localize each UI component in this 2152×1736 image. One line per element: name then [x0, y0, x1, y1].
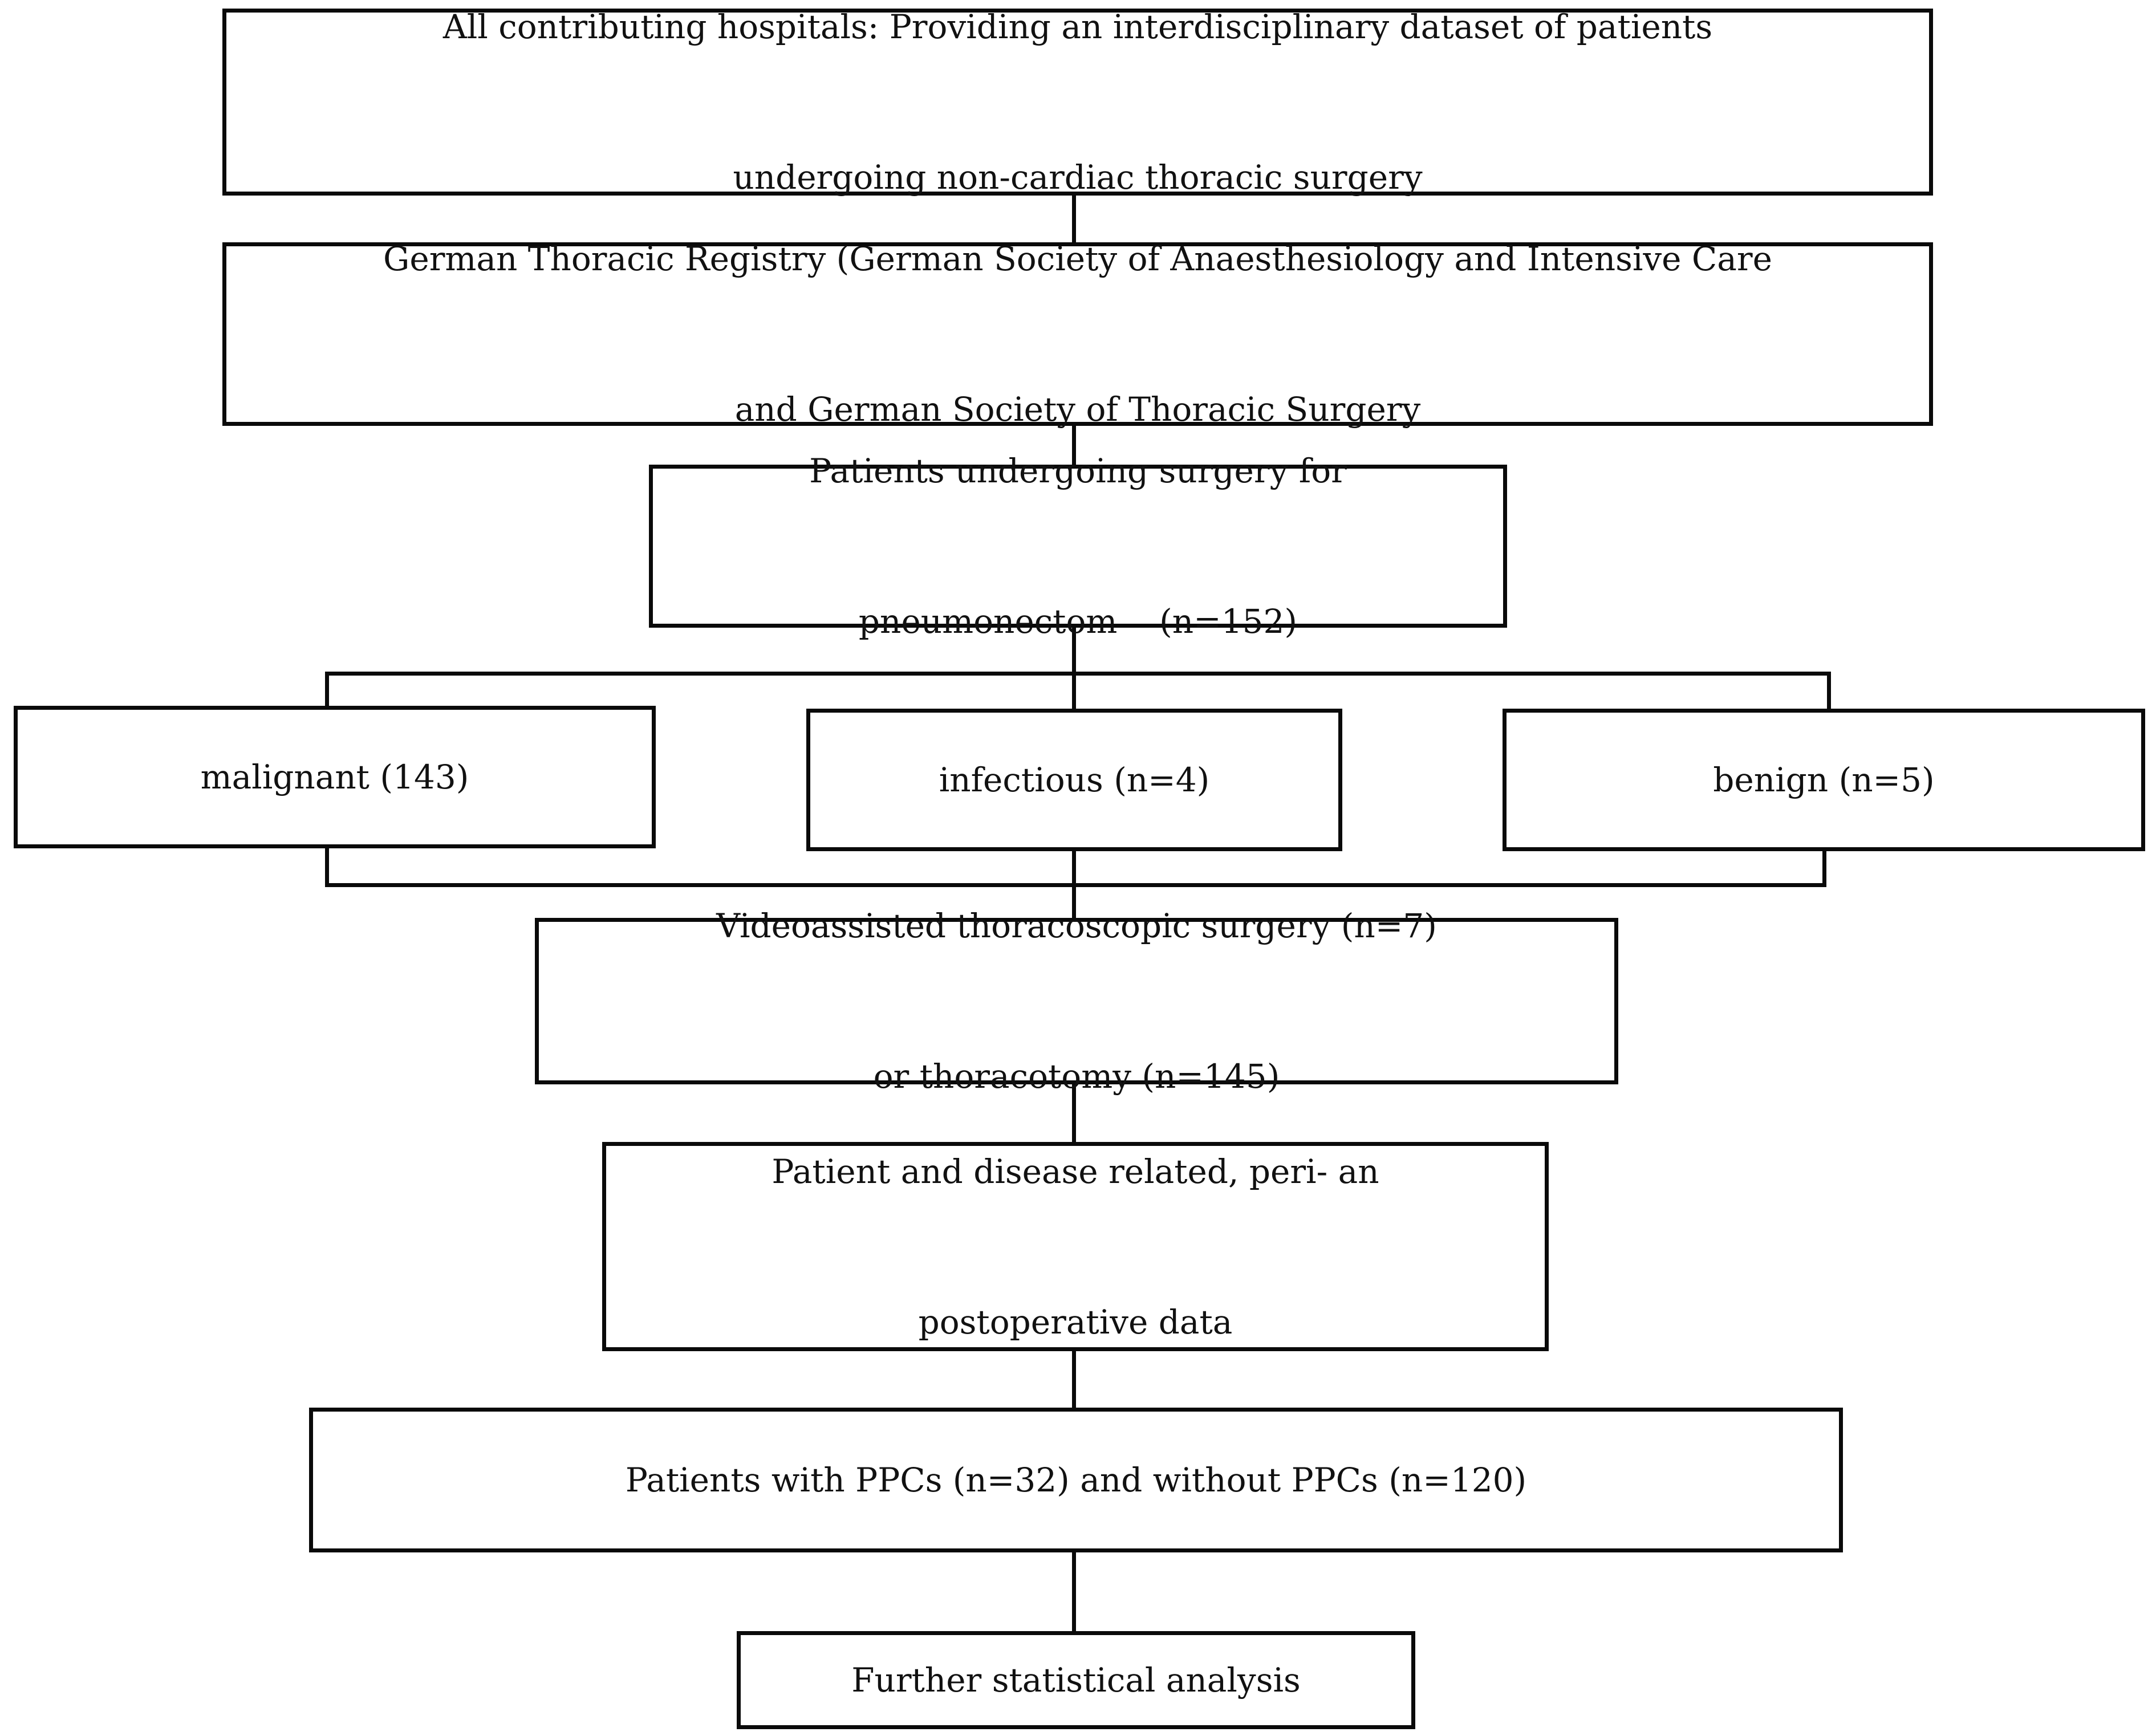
analysis-box: Further statistical analysis: [737, 1631, 1415, 1729]
data-collection-line-1: Patient and disease related, peri- an: [772, 1152, 1379, 1191]
registry-box: German Thoracic Registry (German Society…: [222, 239, 1933, 429]
connector-data-ppcs: [1072, 1348, 1076, 1409]
benign-label: benign (n=5): [1713, 761, 1935, 799]
merge-rise-infectious: [1072, 847, 1076, 887]
pneumonectomy-text: Patients undergoing surgery for pneumone…: [809, 345, 1347, 747]
malignant-label: malignant (143): [200, 758, 469, 796]
analysis-label: Further statistical analysis: [851, 1661, 1301, 1700]
approach-line-2: or thoracotomy (n=145): [873, 1057, 1280, 1096]
registry-line-1: German Thoracic Registry (German Society…: [383, 239, 1772, 278]
malignant-box: malignant (143): [14, 706, 656, 848]
split-drop-benign: [1827, 672, 1831, 710]
pneumonectomy-line-1: Patients undergoing surgery for: [809, 452, 1347, 490]
connector-merge-approach: [1072, 883, 1076, 920]
hospitals-text: All contributing hospitals: Providing an…: [443, 0, 1712, 303]
data-collection-line-2: postoperative data: [918, 1302, 1233, 1341]
data-collection-box: Patient and disease related, peri- an po…: [602, 1142, 1549, 1351]
connector-approach-data: [1072, 1081, 1076, 1144]
infectious-label: infectious (n=4): [939, 761, 1210, 799]
hospitals-line-2: undergoing non-cardiac thoracic surgery: [733, 158, 1423, 197]
merge-rise-malignant: [325, 844, 329, 887]
pneumonectomy-box: Patients undergoing surgery for pneumone…: [649, 452, 1507, 641]
data-collection-text: Patient and disease related, peri- an po…: [772, 1046, 1379, 1448]
connector-ppcs-analysis: [1072, 1550, 1076, 1633]
registry-text: German Thoracic Registry (German Society…: [383, 133, 1772, 535]
split-bar-top: [325, 672, 1831, 676]
pneumonectomy-line-2: pneumonectom (n=152): [858, 602, 1298, 641]
ppcs-label: Patients with PPCs (n=32) and without PP…: [625, 1461, 1527, 1499]
connector-registry-pneumonectomy: [1072, 423, 1076, 466]
hospitals-box: All contributing hospitals: Providing an…: [222, 7, 1933, 197]
hospitals-line-1: All contributing hospitals: Providing an…: [442, 7, 1713, 46]
approach-text: Videoassisted thoracoscopic surgery (n=7…: [716, 800, 1437, 1202]
connector-pneumonectomy-split: [1072, 625, 1076, 674]
split-drop-malignant: [325, 672, 329, 708]
registry-line-2: and German Society of Thoracic Surgery: [734, 390, 1421, 429]
merge-rise-benign: [1822, 847, 1826, 887]
approach-line-1: Videoassisted thoracoscopic surgery (n=7…: [716, 906, 1437, 945]
connector-hospitals-registry: [1072, 192, 1076, 244]
infectious-box: infectious (n=4): [806, 709, 1342, 851]
benign-box: benign (n=5): [1503, 709, 2145, 851]
ppcs-box: Patients with PPCs (n=32) and without PP…: [309, 1408, 1843, 1552]
approach-box: Videoassisted thoracoscopic surgery (n=7…: [535, 906, 1618, 1096]
split-drop-infectious: [1072, 672, 1076, 710]
